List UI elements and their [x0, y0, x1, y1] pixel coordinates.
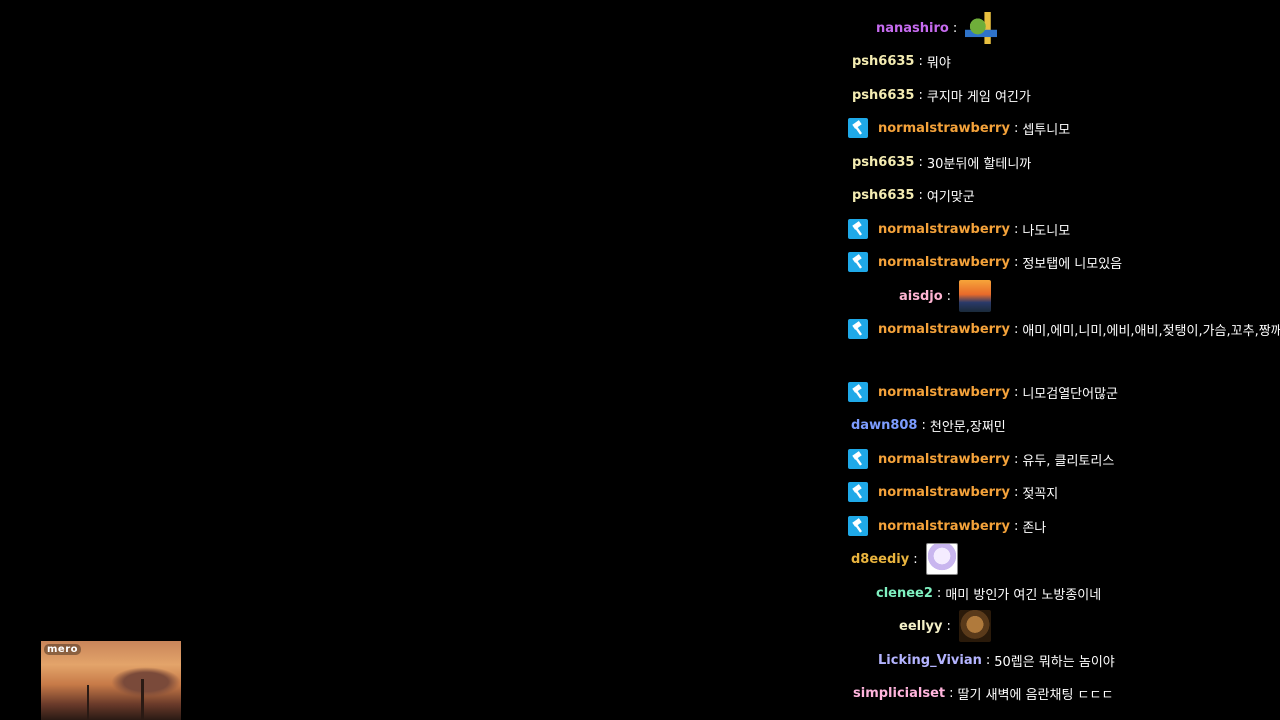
chat-separator: :	[918, 53, 923, 69]
chat-message: d8eediy:	[851, 543, 958, 575]
chat-separator: :	[949, 685, 954, 701]
chat-separator: :	[1013, 484, 1019, 500]
chat-separator: :	[952, 20, 958, 36]
chat-message: psh6635:뭐야	[852, 49, 951, 73]
chat-message: normalstrawberry:나도니모	[848, 217, 1070, 241]
thumbnail-logo: mero	[44, 644, 82, 655]
chat-username[interactable]: normalstrawberry	[878, 120, 1010, 136]
chat-separator: :	[936, 585, 942, 601]
chat-username[interactable]: eellyy	[899, 618, 943, 634]
chat-text: 매미 방인가 여긴 노방종이네	[945, 587, 1102, 603]
chat-username[interactable]: dawn808	[851, 417, 918, 433]
chat-separator: :	[946, 618, 951, 634]
chat-message: clenee2:매미 방인가 여긴 노방종이네	[876, 581, 1101, 605]
chat-message: normalstrawberry:셉투니모	[848, 116, 1070, 140]
chat-separator: :	[918, 154, 923, 170]
chat-username[interactable]: normalstrawberry	[878, 518, 1010, 534]
moderator-hammer-icon	[848, 482, 868, 502]
chat-message: aisdjo:	[899, 280, 992, 312]
chat-message: nanashiro:	[876, 12, 998, 44]
chat-text: 딸기 새벽에 음란채팅 ㄷㄷㄷ	[957, 687, 1114, 703]
chat-separator: :	[1013, 120, 1019, 136]
chat-username[interactable]: psh6635	[852, 53, 915, 69]
chat-username[interactable]: normalstrawberry	[878, 384, 1010, 400]
frog-emote	[965, 12, 998, 44]
moderator-hammer-icon	[848, 319, 868, 339]
chat-message: normalstrawberry:니모검열단어많군	[848, 380, 1118, 404]
moderator-hammer-icon	[848, 118, 868, 138]
moderator-hammer-icon	[848, 516, 868, 536]
anime-girl-emote	[925, 543, 958, 575]
chat-username[interactable]: aisdjo	[899, 288, 943, 304]
chat-message: psh6635:30분뒤에 할테니까	[852, 150, 1031, 174]
chat-username[interactable]: psh6635	[852, 154, 915, 170]
chat-message: psh6635:여기맞군	[852, 183, 975, 207]
chat-message: normalstrawberry:젖꼭지	[848, 480, 1058, 504]
chat-separator: :	[1013, 221, 1019, 237]
chat-username[interactable]: normalstrawberry	[878, 484, 1010, 500]
chat-username[interactable]: normalstrawberry	[878, 221, 1010, 237]
chat-separator: :	[918, 187, 923, 203]
chat-username[interactable]: psh6635	[852, 187, 915, 203]
chat-text: 셉투니모	[1022, 122, 1071, 138]
chat-message: dawn808:천안문,장쩌민	[851, 413, 1006, 437]
chat-username[interactable]: normalstrawberry	[878, 254, 1010, 270]
stream-thumbnail[interactable]: mero	[41, 641, 181, 720]
chat-text: 유두, 클리토리스	[1022, 453, 1115, 469]
chat-message: eellyy:	[899, 610, 991, 642]
moderator-hammer-icon	[848, 449, 868, 469]
moderator-hammer-icon	[848, 382, 868, 402]
chat-text: 50렙은 뭐하는 놈이야	[994, 654, 1115, 670]
chat-separator: :	[918, 87, 923, 103]
chat-username[interactable]: d8eediy	[851, 551, 910, 567]
chat-text: 존나	[1022, 520, 1047, 536]
chat-separator: :	[1013, 451, 1019, 467]
face-emote	[958, 610, 991, 642]
chat-separator: :	[1013, 518, 1019, 534]
chat-text: 30분뒤에 할테니까	[926, 156, 1032, 172]
chat-message: psh6635:쿠지마 게임 여긴가	[852, 83, 1031, 107]
chat-message: normalstrawberry:유두, 클리토리스	[848, 447, 1114, 471]
chat-separator: :	[985, 652, 991, 668]
chat-separator: :	[946, 288, 952, 304]
thumbnail-tower	[141, 679, 144, 720]
chat-message: normalstrawberry:존나	[848, 514, 1046, 538]
chat-text: 니모검열단어많군	[1022, 386, 1119, 402]
chat-username[interactable]: psh6635	[852, 87, 915, 103]
chat-text: 뭐야	[926, 55, 951, 71]
chat-message: normalstrawberry:애미,에미,니미,에비,애비,젖탱이,가슴,꼬…	[848, 317, 1280, 341]
chat-text: 정보탭에 니모있음	[1022, 256, 1123, 272]
chat-text: 천안문,장쩌민	[929, 419, 1006, 435]
chat-username[interactable]: simplicialset	[853, 685, 946, 701]
moderator-hammer-icon	[848, 219, 868, 239]
chat-message: simplicialset:딸기 새벽에 음란채팅 ㄷㄷㄷ	[853, 681, 1113, 705]
chat-separator: :	[1013, 321, 1019, 337]
thumbnail-tower	[87, 685, 89, 720]
chat-separator: :	[921, 417, 926, 433]
chat-username[interactable]: normalstrawberry	[878, 321, 1010, 337]
chat-message: normalstrawberry:정보탭에 니모있음	[848, 250, 1122, 274]
chat-username[interactable]: clenee2	[876, 585, 933, 601]
chat-separator: :	[913, 551, 918, 567]
chat-username[interactable]: Licking_Vivian	[878, 652, 982, 668]
chat-username[interactable]: normalstrawberry	[878, 451, 1010, 467]
chat-separator: :	[1013, 384, 1019, 400]
chat-text: 나도니모	[1022, 223, 1071, 239]
sunset-emote	[959, 280, 992, 312]
thumbnail-cloud	[111, 667, 181, 697]
chat-text: 애미,에미,니미,에비,애비,젖탱이,가슴,꼬추,짱깨	[1022, 323, 1280, 339]
chat-text: 여기맞군	[926, 189, 975, 205]
chat-message: Licking_Vivian:50렙은 뭐하는 놈이야	[878, 648, 1115, 672]
chat-separator: :	[1013, 254, 1019, 270]
chat-username[interactable]: nanashiro	[876, 20, 949, 36]
chat-text: 젖꼭지	[1022, 486, 1059, 502]
chat-text: 쿠지마 게임 여긴가	[926, 89, 1031, 105]
moderator-hammer-icon	[848, 252, 868, 272]
